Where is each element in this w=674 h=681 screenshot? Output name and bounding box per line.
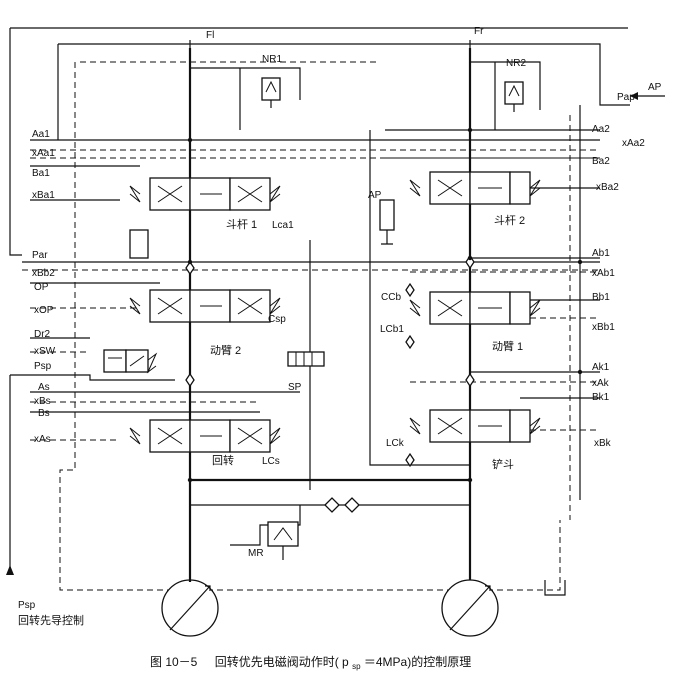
label-Aa1: Aa1: [32, 129, 50, 140]
SP-check-valve: [287, 351, 325, 367]
caption-sub: sp: [352, 662, 361, 671]
label-Bs: Bs: [38, 408, 50, 419]
MR-main-relief-valve: [267, 521, 299, 560]
pump-right: [441, 579, 499, 637]
label-AP-left: AP: [368, 190, 382, 201]
label-valve-boom-1: 动臂 1: [492, 340, 523, 353]
label-LCs: LCs: [262, 456, 280, 467]
valve-arm-1: [129, 177, 281, 259]
label-Bb1: Bb1: [592, 292, 610, 303]
label-xBb1: xBb1: [592, 322, 615, 333]
label-xOP: xOP: [34, 305, 54, 316]
valve-arm-2: [409, 171, 541, 205]
label-valve-arm-1: 斗杆 1: [226, 217, 257, 231]
label-xBa1: xBa1: [32, 190, 55, 201]
caption-p: p: [342, 655, 349, 669]
label-valve-bucket: 铲斗: [492, 457, 514, 471]
label-Pap: Pap: [617, 92, 635, 103]
NR2-relief-valve: [470, 61, 541, 130]
label-CCb: CCb: [381, 292, 401, 303]
caption-fig: 图 10－5: [150, 655, 198, 669]
label-valve-arm-2: 斗杆 2: [494, 213, 525, 227]
valve-boom-1: [409, 291, 541, 325]
junction-dots: [187, 127, 583, 483]
figure-caption: 图 10－5 回转优先电磁阀动作时( p sp ＝4MPa)的控制原理: [150, 654, 471, 672]
NR1-relief-valve: [190, 67, 301, 130]
label-valve-boom-2: 动臂 2: [210, 344, 241, 357]
tank-symbol: [544, 580, 566, 596]
label-xAa1: xAa1: [32, 148, 55, 159]
label-Psp: Psp: [34, 361, 52, 372]
label-MR: MR: [248, 548, 264, 559]
valve-boom-2: [129, 289, 281, 323]
label-Bk1: Bk1: [592, 392, 610, 403]
label-Ak1: Ak1: [592, 362, 610, 373]
label-LCk: LCk: [386, 438, 405, 449]
label-xAb1: xAb1: [592, 268, 615, 279]
label-NR1: NR1: [262, 54, 282, 65]
pilot-note-psp: Psp: [18, 600, 36, 611]
label-valve-swing: 回转: [212, 453, 234, 467]
pump-left: [161, 579, 219, 637]
label-xBk: xBk: [594, 438, 612, 449]
label-xAs: xAs: [34, 434, 51, 445]
swing-priority-solenoid: [103, 349, 158, 374]
label-Csp: Csp: [268, 314, 286, 325]
label-xAk: xAk: [592, 378, 610, 389]
label-xBb2: xBb2: [32, 268, 55, 279]
AP-pressure-sensor: [379, 199, 395, 245]
pilot-arrow: [6, 375, 14, 575]
label-xSW: xSW: [34, 346, 56, 357]
label-xBa2: xBa2: [596, 182, 619, 193]
label-As: As: [38, 382, 50, 393]
label-Fr: Fr: [474, 26, 484, 37]
label-AP-top: AP: [648, 82, 662, 93]
label-Ba1: Ba1: [32, 168, 50, 179]
label-NR2: NR2: [506, 58, 526, 69]
label-Ba2: Ba2: [592, 156, 610, 167]
check-valve-marks: [185, 254, 475, 468]
label-valve-arm-1-code: Lca1: [272, 220, 294, 231]
top-pilot-line: [58, 43, 630, 106]
valve-swing: [129, 419, 281, 453]
label-xBs: xBs: [34, 396, 51, 407]
label-Par: Par: [32, 250, 48, 261]
label-Dr2: Dr2: [34, 329, 51, 340]
caption-text-a: 回转优先电磁阀动作时(: [215, 654, 339, 669]
label-LCb1: LCb1: [380, 324, 404, 335]
label-xAa2: xAa2: [622, 138, 645, 149]
return-check-valves: [324, 497, 360, 513]
pilot-note-text: 回转先导控制: [18, 613, 84, 627]
left-outer-line: [9, 28, 22, 256]
label-Aa2: Aa2: [592, 124, 610, 135]
label-OP: OP: [34, 282, 49, 293]
valve-bucket: [409, 409, 541, 443]
caption-text-b: ＝4MPa)的控制原理: [364, 654, 471, 669]
label-Ab1: Ab1: [592, 248, 610, 259]
label-SP: SP: [288, 382, 302, 393]
label-Fl: Fl: [206, 30, 214, 41]
